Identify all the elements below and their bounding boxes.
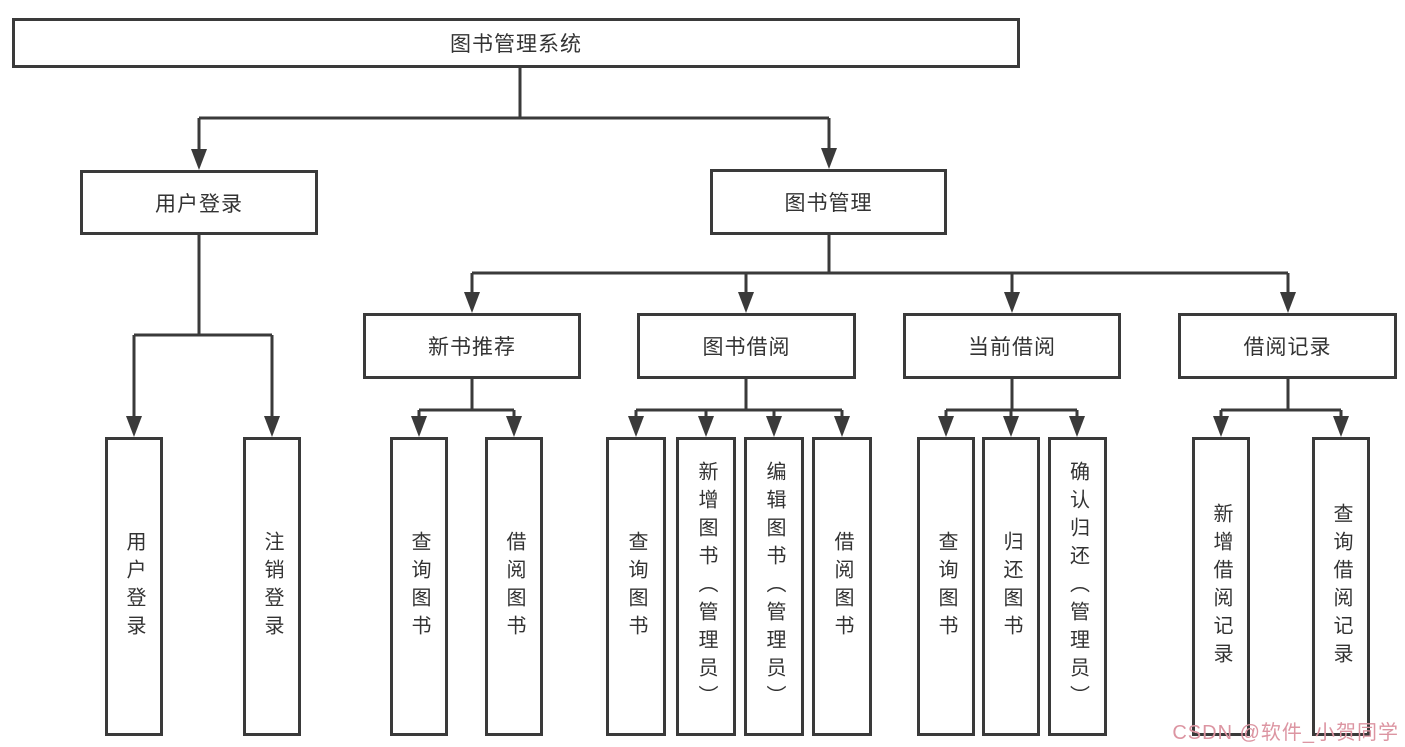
leaf-logout-label: 注销登录 — [261, 530, 283, 643]
leaf-add-borrow-record: 新增借阅记录 — [1192, 437, 1250, 736]
node-user-login-label: 用户登录 — [155, 192, 243, 216]
leaf-borrow-books-1: 借阅图书 — [485, 437, 543, 736]
node-current-borrowing: 当前借阅 — [903, 313, 1121, 379]
node-book-borrowing: 图书借阅 — [637, 313, 856, 379]
leaf-query-books-1-label: 查询图书 — [408, 530, 430, 643]
leaf-edit-books-admin-label: 编辑图书（管理员） — [763, 460, 785, 713]
node-borrowing-records-label: 借阅记录 — [1243, 336, 1332, 359]
leaf-user-login-label: 用户登录 — [123, 530, 145, 643]
leaf-query-books-2: 查询图书 — [606, 437, 666, 736]
node-library-system: 图书管理系统 — [12, 18, 1020, 68]
node-book-management-label: 图书管理 — [784, 192, 873, 215]
leaf-query-books-3-label: 查询图书 — [935, 530, 957, 643]
node-book-management: 图书管理 — [710, 169, 947, 235]
leaf-return-books-label: 归还图书 — [1000, 530, 1022, 643]
node-book-borrowing-label: 图书借阅 — [702, 336, 791, 359]
node-library-system-label: 图书管理系统 — [450, 33, 582, 56]
leaf-add-books-admin-label: 新增图书（管理员） — [695, 460, 717, 713]
leaf-return-books: 归还图书 — [982, 437, 1040, 736]
leaf-query-books-2-label: 查询图书 — [625, 530, 647, 643]
leaf-confirm-return-admin-label: 确认归还（管理员） — [1066, 460, 1089, 713]
leaf-user-login: 用户登录 — [105, 437, 163, 736]
node-user-login: 用户登录 — [80, 170, 318, 235]
leaf-query-borrow-record: 查询借阅记录 — [1312, 437, 1370, 736]
node-new-book-recommend: 新书推荐 — [363, 313, 581, 379]
csdn-watermark: CSDN @软件_小贺同学 — [1172, 722, 1399, 744]
leaf-borrow-books-2-label: 借阅图书 — [831, 530, 853, 643]
leaf-query-books-1: 查询图书 — [390, 437, 448, 736]
leaf-add-borrow-record-label: 新增借阅记录 — [1210, 502, 1232, 671]
node-new-book-recommend-label: 新书推荐 — [428, 336, 516, 359]
node-borrowing-records: 借阅记录 — [1178, 313, 1397, 379]
node-current-borrowing-label: 当前借阅 — [968, 336, 1056, 359]
leaf-borrow-books-1-label: 借阅图书 — [503, 530, 525, 643]
leaf-logout: 注销登录 — [243, 437, 301, 736]
leaf-query-books-3: 查询图书 — [917, 437, 975, 736]
leaf-confirm-return-admin: 确认归还（管理员） — [1048, 437, 1107, 736]
leaf-query-borrow-record-label: 查询借阅记录 — [1330, 502, 1352, 671]
leaf-add-books-admin: 新增图书（管理员） — [676, 437, 736, 736]
leaf-borrow-books-2: 借阅图书 — [812, 437, 872, 736]
leaf-edit-books-admin: 编辑图书（管理员） — [744, 437, 804, 736]
